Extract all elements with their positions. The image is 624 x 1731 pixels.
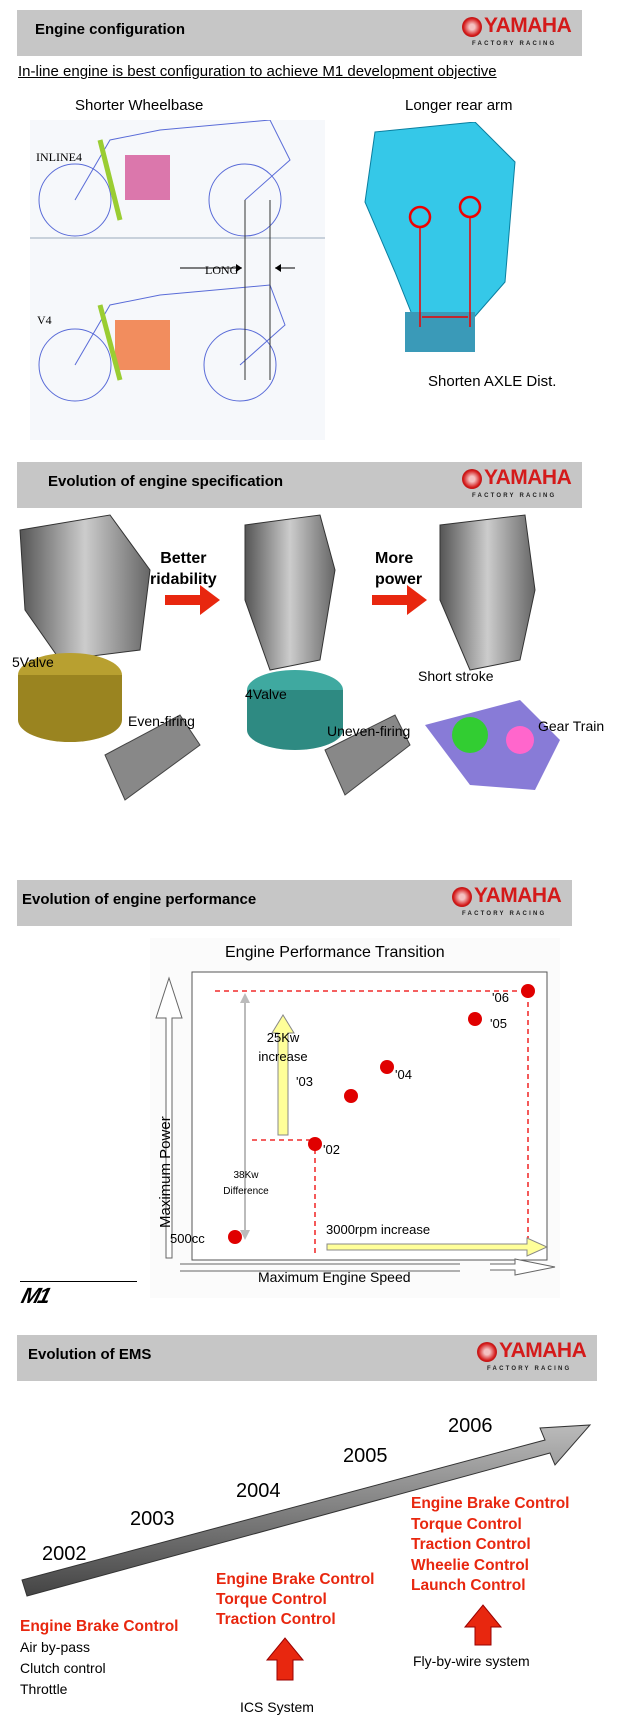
ems-timeline-arrow: [21, 1424, 592, 1681]
label-even-firing: Even-firing: [128, 713, 195, 729]
yamaha-logo: YAMAHA FACTORY RACING: [475, 1339, 593, 1375]
data-point: [344, 1089, 358, 1103]
section-title: Evolution of engine specification: [48, 473, 284, 490]
subtitle: In-line engine is best configuration to …: [18, 63, 497, 80]
logo-wordmark: YAMAHA: [474, 884, 562, 907]
section-header-engine-specification: Evolution of engine specification YAMAHA…: [17, 462, 582, 508]
data-point-label: '02: [323, 1142, 340, 1157]
feature: Throttle: [20, 1681, 68, 1697]
m1-logo: M1: [18, 1283, 53, 1308]
data-point: [308, 1137, 322, 1151]
arrow-label-line: Better: [160, 550, 207, 567]
tuning-fork-emblem-icon: [452, 887, 472, 907]
logo-wordmark: YAMAHA: [499, 1339, 587, 1362]
year-2005: 2005: [343, 1445, 388, 1467]
x-axis-label: Maximum Engine Speed: [258, 1269, 411, 1285]
logo-wordmark: YAMAHA: [484, 466, 572, 489]
caption-longer-rear-arm: Longer rear arm: [405, 97, 513, 114]
data-point-label: '06: [492, 990, 509, 1005]
annotation-3000rpm: 3000rpm increase: [326, 1222, 430, 1237]
logo-tagline: FACTORY RACING: [462, 911, 547, 917]
ems-2002-features: Engine Brake Control Air by-pass Clutch …: [20, 1616, 178, 1700]
arrow-label-line: ridability: [150, 571, 217, 588]
caption-shorten-axle: Shorten AXLE Dist.: [428, 373, 557, 390]
arrow-label-more-power: More power: [375, 548, 422, 590]
annotation-38kw: 38Kw: [233, 1170, 259, 1181]
feature-red: Traction Control: [216, 1611, 336, 1628]
caption-shorter-wheelbase: Shorter Wheelbase: [75, 97, 204, 114]
annotation-25kw: 25Kw: [267, 1030, 300, 1045]
performance-chart: 500cc '02 '03 '04 '05 '06 Maximum Power Maxim…: [155, 971, 556, 1285]
m1-logo-rule: [20, 1281, 137, 1282]
label-short-stroke: Short stroke: [418, 668, 494, 684]
feature-red: Wheelie Control: [411, 1556, 529, 1574]
annotation-difference: Difference: [223, 1186, 269, 1197]
fly-by-wire-label: Fly-by-wire system: [413, 1653, 530, 1669]
arrow-label-better-ridability: Better ridability: [150, 548, 217, 590]
motorcycle-comparison-diagram: [30, 120, 325, 440]
y-axis-arrow: [155, 976, 183, 1259]
year-2003: 2003: [130, 1508, 175, 1530]
data-point: [380, 1060, 394, 1074]
yamaha-logo: YAMAHA FACTORY RACING: [450, 884, 568, 920]
feature-red: Torque Control: [411, 1515, 522, 1533]
feature-red: Traction Control: [411, 1536, 531, 1553]
label-gear-train: Gear Train: [538, 718, 605, 734]
arrow-label-line: More: [375, 550, 414, 567]
year-2006: 2006: [448, 1415, 493, 1437]
section-title: Engine configuration: [35, 21, 185, 38]
section-header-ems: Evolution of EMS YAMAHA FACTORY RACING: [17, 1335, 597, 1381]
arrow-label-line: power: [375, 571, 423, 588]
data-point-label: '03: [296, 1074, 313, 1089]
plot-frame: [191, 971, 548, 1261]
chart-title: Engine Performance Transition: [225, 944, 445, 961]
data-point: [468, 1012, 482, 1026]
logo-tagline: FACTORY RACING: [472, 41, 557, 47]
tuning-fork-emblem-icon: [462, 17, 482, 37]
year-2004: 2004: [236, 1480, 281, 1502]
ems-2006-features: Engine Brake Control Torque Control Trac…: [411, 1494, 569, 1597]
x-axis-arrow: [180, 1258, 556, 1276]
feature: Air by-pass: [20, 1639, 91, 1655]
y-axis-label: Maximum Power: [157, 1116, 174, 1228]
feature: Clutch control: [20, 1660, 106, 1676]
label-5valve: 5Valve: [12, 654, 54, 670]
rpm-increase-arrow: [326, 1237, 549, 1257]
inline-engine-image: [364, 122, 516, 352]
power-increase-arrow: [271, 1014, 295, 1136]
section-header-engine-performance: Evolution of engine performance YAMAHA FA…: [17, 880, 572, 926]
tuning-fork-emblem-icon: [462, 469, 482, 489]
annotation-increase: increase: [258, 1049, 307, 1064]
section-title: Evolution of EMS: [28, 1346, 152, 1363]
logo-wordmark: YAMAHA: [484, 14, 572, 37]
yamaha-logo: YAMAHA FACTORY RACING: [460, 466, 578, 502]
label-inline4: INLINE4: [36, 150, 82, 164]
section-header-engine-configuration: Engine configuration YAMAHA FACTORY RACIN…: [17, 10, 582, 56]
logo-tagline: FACTORY RACING: [487, 1366, 572, 1372]
label-long: LONG: [205, 263, 239, 277]
yamaha-logo: YAMAHA FACTORY RACING: [460, 14, 578, 50]
logo-tagline: FACTORY RACING: [472, 493, 557, 499]
data-point: [228, 1230, 242, 1244]
label-uneven-firing: Uneven-firing: [327, 723, 411, 739]
section-title: Evolution of engine performance: [22, 891, 257, 908]
tuning-fork-emblem-icon: [477, 1342, 497, 1362]
ems-2004-features: Engine Brake Control Torque Control Trac…: [216, 1570, 374, 1630]
ics-system-label: ICS System: [240, 1699, 314, 1715]
data-point-label: '04: [395, 1067, 412, 1082]
data-point-label: '05: [490, 1016, 507, 1031]
year-2002: 2002: [42, 1543, 87, 1565]
label-v4: V4: [37, 313, 52, 327]
data-point: [521, 984, 535, 998]
feature-red: Engine Brake Control: [411, 1495, 570, 1512]
feature-red: Launch Control: [411, 1577, 526, 1594]
engine-evolution-images: [18, 514, 560, 801]
feature-red: Torque Control: [216, 1591, 327, 1608]
data-point-label: 500cc: [170, 1231, 205, 1246]
feature-red: Engine Brake Control: [216, 1571, 375, 1588]
feature-red: Engine Brake Control: [20, 1618, 179, 1635]
label-4valve: 4Valve: [245, 686, 287, 702]
